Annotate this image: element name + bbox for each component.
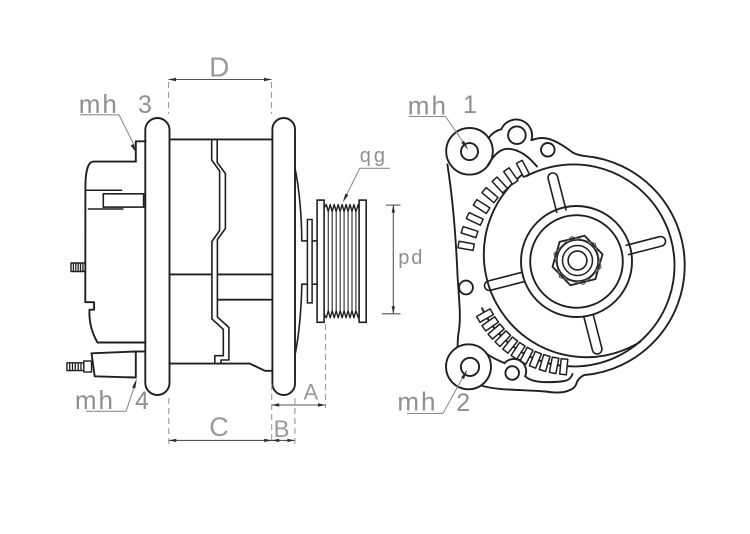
svg-text:mh: mh — [408, 90, 448, 120]
svg-text:2: 2 — [456, 389, 470, 417]
svg-text:A: A — [303, 380, 318, 405]
svg-text:3: 3 — [138, 91, 152, 119]
svg-text:qg: qg — [360, 145, 388, 167]
svg-text:mh: mh — [75, 385, 115, 415]
svg-text:4: 4 — [135, 387, 149, 415]
svg-text:D: D — [209, 52, 229, 83]
svg-text:1: 1 — [463, 91, 477, 119]
svg-text:B: B — [273, 416, 289, 443]
svg-text:C: C — [209, 412, 229, 442]
svg-text:mh: mh — [79, 89, 119, 119]
svg-text:pd: pd — [398, 247, 424, 269]
svg-text:mh: mh — [397, 386, 437, 416]
